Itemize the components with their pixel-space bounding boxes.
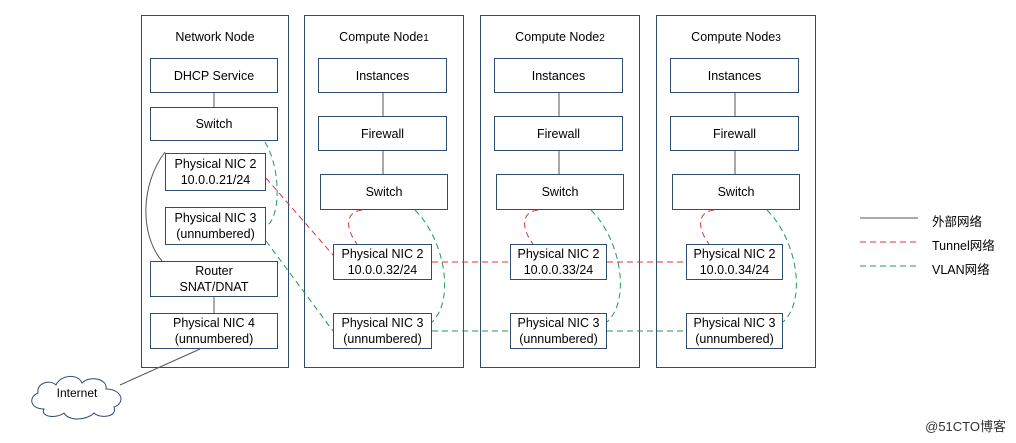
- vlan-net-c1: [265, 240, 334, 332]
- tunnel-links: [265, 177, 918, 263]
- c3-nic2-name: Physical NIC 2: [693, 247, 776, 261]
- dhcp-service-label: DHCP Service: [173, 68, 255, 83]
- c3-switch-nic2-tunnel: [700, 209, 715, 245]
- c1-switch-box: Switch: [320, 174, 448, 210]
- c2-nic2-addr: 10.0.0.33/24: [523, 263, 594, 277]
- c2-switch-label: Switch: [541, 185, 579, 199]
- network-nic4-addr: (unnumbered): [174, 332, 254, 346]
- router-sub-label: SNAT/DNAT: [179, 280, 249, 294]
- c2-firewall-label: Firewall: [536, 126, 581, 141]
- c3-switch-label: Switch: [717, 185, 755, 199]
- c1-switch-nic2-tunnel: [348, 209, 363, 245]
- network-nic4-box: Physical NIC 4 (unnumbered): [150, 313, 278, 349]
- tunnel-net-c1: [265, 177, 334, 256]
- watermark: @51CTO博客: [925, 419, 1006, 434]
- switch-router-link: [145, 151, 166, 262]
- network-nic3-addr: (unnumbered): [176, 227, 255, 241]
- c3-nic2-box: Physical NIC 2 10.0.0.34/24: [686, 244, 783, 280]
- c2-switch-box: Switch: [496, 174, 624, 210]
- router-label: Router: [195, 264, 233, 278]
- c1-switch-nic3-vlan: [414, 209, 446, 323]
- compute-node-2-title: Compute Node2: [515, 30, 605, 44]
- c3-firewall-label: Firewall: [712, 126, 757, 141]
- c1-nic2-name: Physical NIC 2: [341, 247, 424, 261]
- network-switch-label: Switch: [195, 117, 233, 131]
- c1-instances-box: Instances: [318, 58, 447, 93]
- network-nic3-name: Physical NIC 3: [174, 211, 257, 225]
- c3-nic2-addr: 10.0.0.34/24: [699, 263, 770, 277]
- legend-vlan-label: VLAN网络: [932, 263, 990, 277]
- c2-nic3-box: Physical NIC 3 (unnumbered): [510, 313, 607, 349]
- c2-switch-nic3-vlan: [590, 209, 621, 323]
- c3-switch-box: Switch: [672, 174, 800, 210]
- c1-nic2-addr: 10.0.0.32/24: [347, 263, 418, 277]
- nic4-internet-link: [119, 348, 201, 386]
- c2-switch-nic2-tunnel: [524, 209, 539, 245]
- c2-nic2-name: Physical NIC 2: [517, 247, 600, 261]
- c3-instances-box: Instances: [670, 58, 799, 93]
- router-box: Router SNAT/DNAT: [150, 261, 278, 297]
- network-switch-box: Switch: [150, 107, 278, 141]
- c3-switch-nic3-vlan: [766, 209, 797, 323]
- legend-external-label: 外部网络: [932, 215, 983, 229]
- internet-cloud-icon: [31, 376, 122, 420]
- vlan-links: [264, 141, 918, 332]
- external-links: [119, 93, 918, 386]
- c3-firewall-box: Firewall: [670, 116, 799, 151]
- c1-firewall-box: Firewall: [318, 116, 447, 151]
- network-nic2-name: Physical NIC 2: [174, 157, 257, 171]
- c1-instances-label: Instances: [355, 68, 410, 83]
- c1-nic3-addr: (unnumbered): [343, 332, 422, 346]
- c2-nic3-name: Physical NIC 3: [517, 316, 600, 330]
- c2-firewall-box: Firewall: [494, 116, 623, 151]
- dhcp-service-box: DHCP Service: [150, 58, 278, 93]
- c2-instances-box: Instances: [494, 58, 623, 93]
- c1-nic3-box: Physical NIC 3 (unnumbered): [333, 313, 432, 349]
- network-nic2-box: Physical NIC 2 10.0.0.21/24: [165, 153, 266, 191]
- net-switch-nic3-vlan: [264, 141, 278, 227]
- compute-node-1-title: Compute Node1: [339, 30, 429, 44]
- compute-node-3-title: Compute Node3: [691, 30, 781, 44]
- network-nic3-box: Physical NIC 3 (unnumbered): [165, 207, 266, 245]
- internet-label: Internet: [56, 386, 98, 400]
- c1-switch-label: Switch: [365, 185, 403, 199]
- network-nic4-name: Physical NIC 4: [173, 316, 255, 330]
- c3-nic3-addr: (unnumbered): [695, 332, 774, 346]
- c3-nic3-name: Physical NIC 3: [693, 316, 776, 330]
- c3-nic3-box: Physical NIC 3 (unnumbered): [686, 313, 783, 349]
- c1-firewall-label: Firewall: [360, 126, 405, 141]
- network-nic2-addr: 10.0.0.21/24: [180, 173, 251, 187]
- network-node-title: Network Node: [175, 30, 255, 44]
- legend-tunnel-label: Tunnel网络: [932, 239, 995, 253]
- c3-instances-label: Instances: [707, 68, 762, 83]
- c2-nic2-box: Physical NIC 2 10.0.0.33/24: [510, 244, 607, 280]
- c1-nic2-box: Physical NIC 2 10.0.0.32/24: [333, 244, 432, 280]
- c2-instances-label: Instances: [531, 68, 586, 83]
- c1-nic3-name: Physical NIC 3: [341, 316, 424, 330]
- c2-nic3-addr: (unnumbered): [519, 332, 598, 346]
